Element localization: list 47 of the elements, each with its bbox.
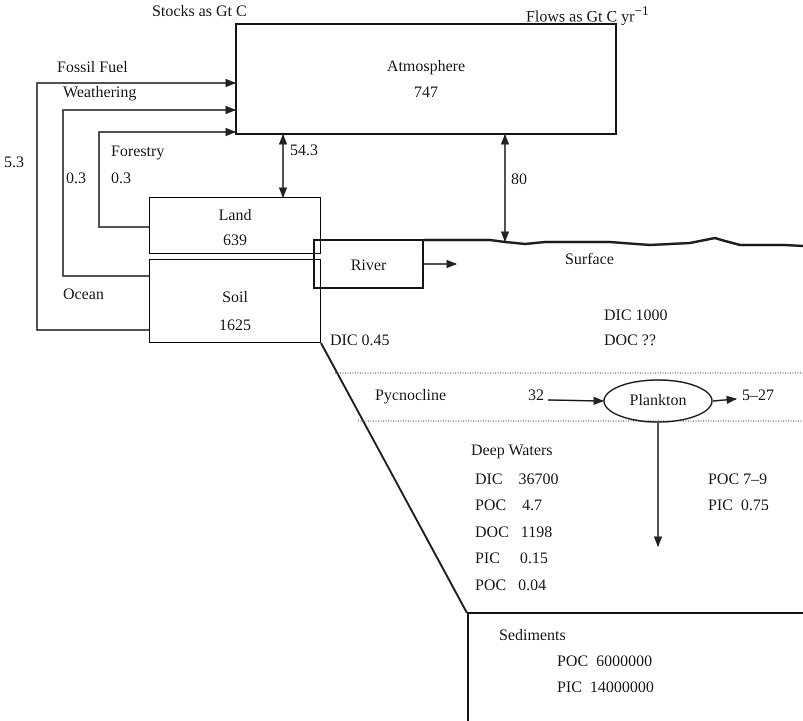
- value-text: 639: [223, 233, 247, 249]
- title-text: Plankton: [630, 393, 686, 409]
- title-text: 5–27: [742, 388, 774, 404]
- river-box: [313, 239, 424, 289]
- plankton-ellipse: [603, 379, 713, 423]
- flow-label: PIC 0.75: [708, 498, 769, 514]
- arrow: [424, 260, 458, 268]
- title-text: Sediments: [499, 628, 566, 644]
- flow-label: Weathering: [63, 85, 136, 101]
- flow-label: Forestry: [111, 144, 164, 160]
- arrow: [278, 134, 288, 198]
- stock-label: DOC 1198: [475, 525, 552, 541]
- flow-label: Fossil Fuel: [57, 60, 128, 76]
- value-text: PIC 14000000: [557, 680, 654, 696]
- title-text: River: [350, 258, 386, 274]
- flow-label: DIC 0.45: [330, 333, 390, 349]
- arrow: [654, 423, 662, 548]
- arrow: [36, 78, 236, 331]
- stock-label: POC 4.7: [475, 498, 542, 514]
- stock-label: DOC ??: [604, 333, 656, 349]
- title-text: Soil: [222, 290, 248, 306]
- stock-label: PIC 0.15: [475, 551, 548, 567]
- arrow: [98, 128, 236, 228]
- arrow: [548, 396, 604, 406]
- flow-label: POC 7–9: [708, 472, 768, 488]
- region-label: Deep Waters: [471, 443, 552, 459]
- value-text: 747: [414, 85, 438, 101]
- title-text: Land: [218, 208, 252, 224]
- stock-label: DIC 36700: [475, 472, 559, 488]
- stock-label: DIC 1000: [604, 308, 668, 324]
- title-text: 32: [528, 388, 544, 404]
- heading: Flows as Gt C yr$^{−1}$: [526, 4, 649, 26]
- arrow: [62, 106, 236, 277]
- heading: Stocks as Gt C: [152, 4, 247, 20]
- atmosphere-box: [235, 23, 617, 135]
- layer-label: Pycnocline: [375, 388, 446, 404]
- land-box: [149, 197, 321, 254]
- value-text: POC 6000000: [557, 654, 652, 670]
- arrow: [712, 396, 738, 404]
- value-text: 1625: [219, 318, 251, 334]
- region-label: Surface: [565, 252, 614, 268]
- sediments-box: [467, 612, 803, 721]
- title-text: Atmosphere: [386, 59, 466, 75]
- soil-box: [149, 259, 321, 343]
- stock-label: POC 0.04: [475, 578, 546, 594]
- arrow: [500, 134, 510, 242]
- region-label: Ocean: [63, 287, 104, 303]
